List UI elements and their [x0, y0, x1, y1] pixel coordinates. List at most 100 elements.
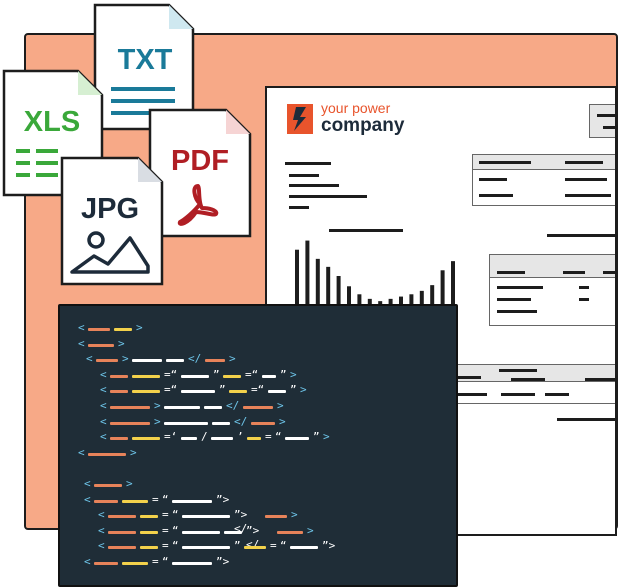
text-line	[501, 393, 535, 396]
code-symbol: >	[300, 383, 307, 397]
code-token	[182, 515, 230, 519]
code-token	[132, 437, 160, 441]
code-symbol: <	[84, 492, 91, 506]
text-line	[289, 206, 309, 209]
code-token	[140, 515, 158, 519]
code-symbol: </	[234, 414, 248, 428]
text-line	[565, 178, 607, 181]
code-token	[205, 359, 225, 363]
code-symbol: <	[78, 336, 85, 350]
pdf-file-icon: PDF	[148, 108, 252, 238]
code-token	[164, 406, 200, 409]
code-symbol: <	[100, 383, 107, 397]
code-token	[140, 546, 158, 550]
code-token	[88, 343, 114, 347]
code-token	[108, 546, 136, 550]
text-line	[557, 418, 615, 421]
text-line	[289, 195, 367, 198]
code-token	[182, 530, 220, 534]
code-symbol: “	[162, 555, 169, 568]
code-symbol: ”	[219, 383, 226, 397]
code-token	[247, 437, 261, 441]
usage-table-header	[489, 254, 615, 278]
code-symbol: >	[118, 336, 125, 350]
jpg-file-icon: JPG	[60, 156, 164, 286]
code-symbol: ”	[290, 383, 297, 397]
code-symbol: =“	[251, 383, 265, 397]
text-line	[479, 194, 513, 197]
chart-bar	[440, 270, 445, 316]
text-line	[285, 162, 331, 165]
code-symbol: =“	[164, 383, 178, 397]
code-symbol: “	[172, 508, 179, 522]
chart-bar	[336, 276, 341, 316]
chart-bar	[315, 258, 320, 316]
code-symbol: ”	[213, 367, 220, 381]
code-token	[166, 359, 184, 363]
code-token	[110, 406, 150, 409]
code-symbol: “	[172, 523, 179, 537]
code-token	[229, 390, 247, 394]
code-symbol: <	[84, 477, 91, 490]
code-symbol: >	[130, 445, 137, 459]
code-symbol: >	[126, 477, 133, 490]
code-symbol: <	[100, 399, 107, 412]
code-symbol: </	[188, 352, 202, 366]
text-line	[457, 393, 487, 396]
text-line	[565, 161, 603, 164]
code-symbol: <	[78, 321, 85, 334]
brand-name-line2: company	[321, 115, 405, 136]
code-symbol: >	[323, 430, 330, 444]
code-token	[96, 359, 118, 363]
code-symbol: ”	[234, 539, 241, 553]
code-symbol: =“	[164, 367, 178, 381]
code-symbol: =	[162, 508, 169, 522]
text-line	[511, 378, 545, 381]
code-symbol: <	[84, 555, 91, 568]
code-symbol: =	[152, 555, 159, 568]
jpg-label: JPG	[81, 193, 139, 225]
text-line	[579, 298, 589, 301]
code-symbol: >	[291, 508, 298, 522]
code-token	[132, 374, 160, 378]
code-symbol: /	[201, 430, 208, 444]
code-token	[204, 406, 222, 409]
info-table-header	[472, 154, 615, 170]
code-token	[110, 437, 128, 441]
code-symbol: <	[100, 430, 107, 444]
chart-bar	[451, 261, 455, 316]
code-symbol: <	[78, 445, 85, 459]
text-line	[497, 271, 525, 274]
code-symbol: >	[279, 414, 286, 428]
xls-label: XLS	[24, 106, 80, 138]
code-token	[132, 359, 162, 363]
code-symbol: =	[152, 492, 159, 506]
code-symbol: ”	[280, 367, 287, 381]
code-symbol: =	[162, 539, 169, 553]
code-token	[114, 328, 132, 331]
code-symbol: <	[100, 414, 107, 428]
chart-bar	[419, 290, 424, 316]
code-symbol: ”>	[216, 555, 230, 568]
code-symbol: =	[270, 539, 277, 553]
code-token	[88, 452, 126, 456]
code-token	[164, 421, 208, 425]
image-icon	[70, 231, 150, 274]
pdf-label: PDF	[171, 145, 229, 177]
code-token	[262, 374, 276, 378]
text-line	[479, 178, 507, 181]
code-token	[132, 390, 160, 394]
code-symbol: ’	[237, 430, 244, 444]
code-symbol: =	[265, 430, 272, 444]
code-token	[290, 546, 318, 550]
code-symbol: >	[136, 321, 143, 334]
invoice-number-box	[589, 104, 615, 138]
text-line	[289, 174, 319, 177]
code-token	[172, 562, 212, 565]
chart-bar	[305, 240, 310, 316]
lightning-logo-icon	[287, 103, 313, 134]
code-symbol: <	[98, 523, 105, 537]
chart-bar	[295, 249, 299, 316]
text-line	[455, 376, 481, 379]
code-symbol: <	[98, 539, 105, 553]
